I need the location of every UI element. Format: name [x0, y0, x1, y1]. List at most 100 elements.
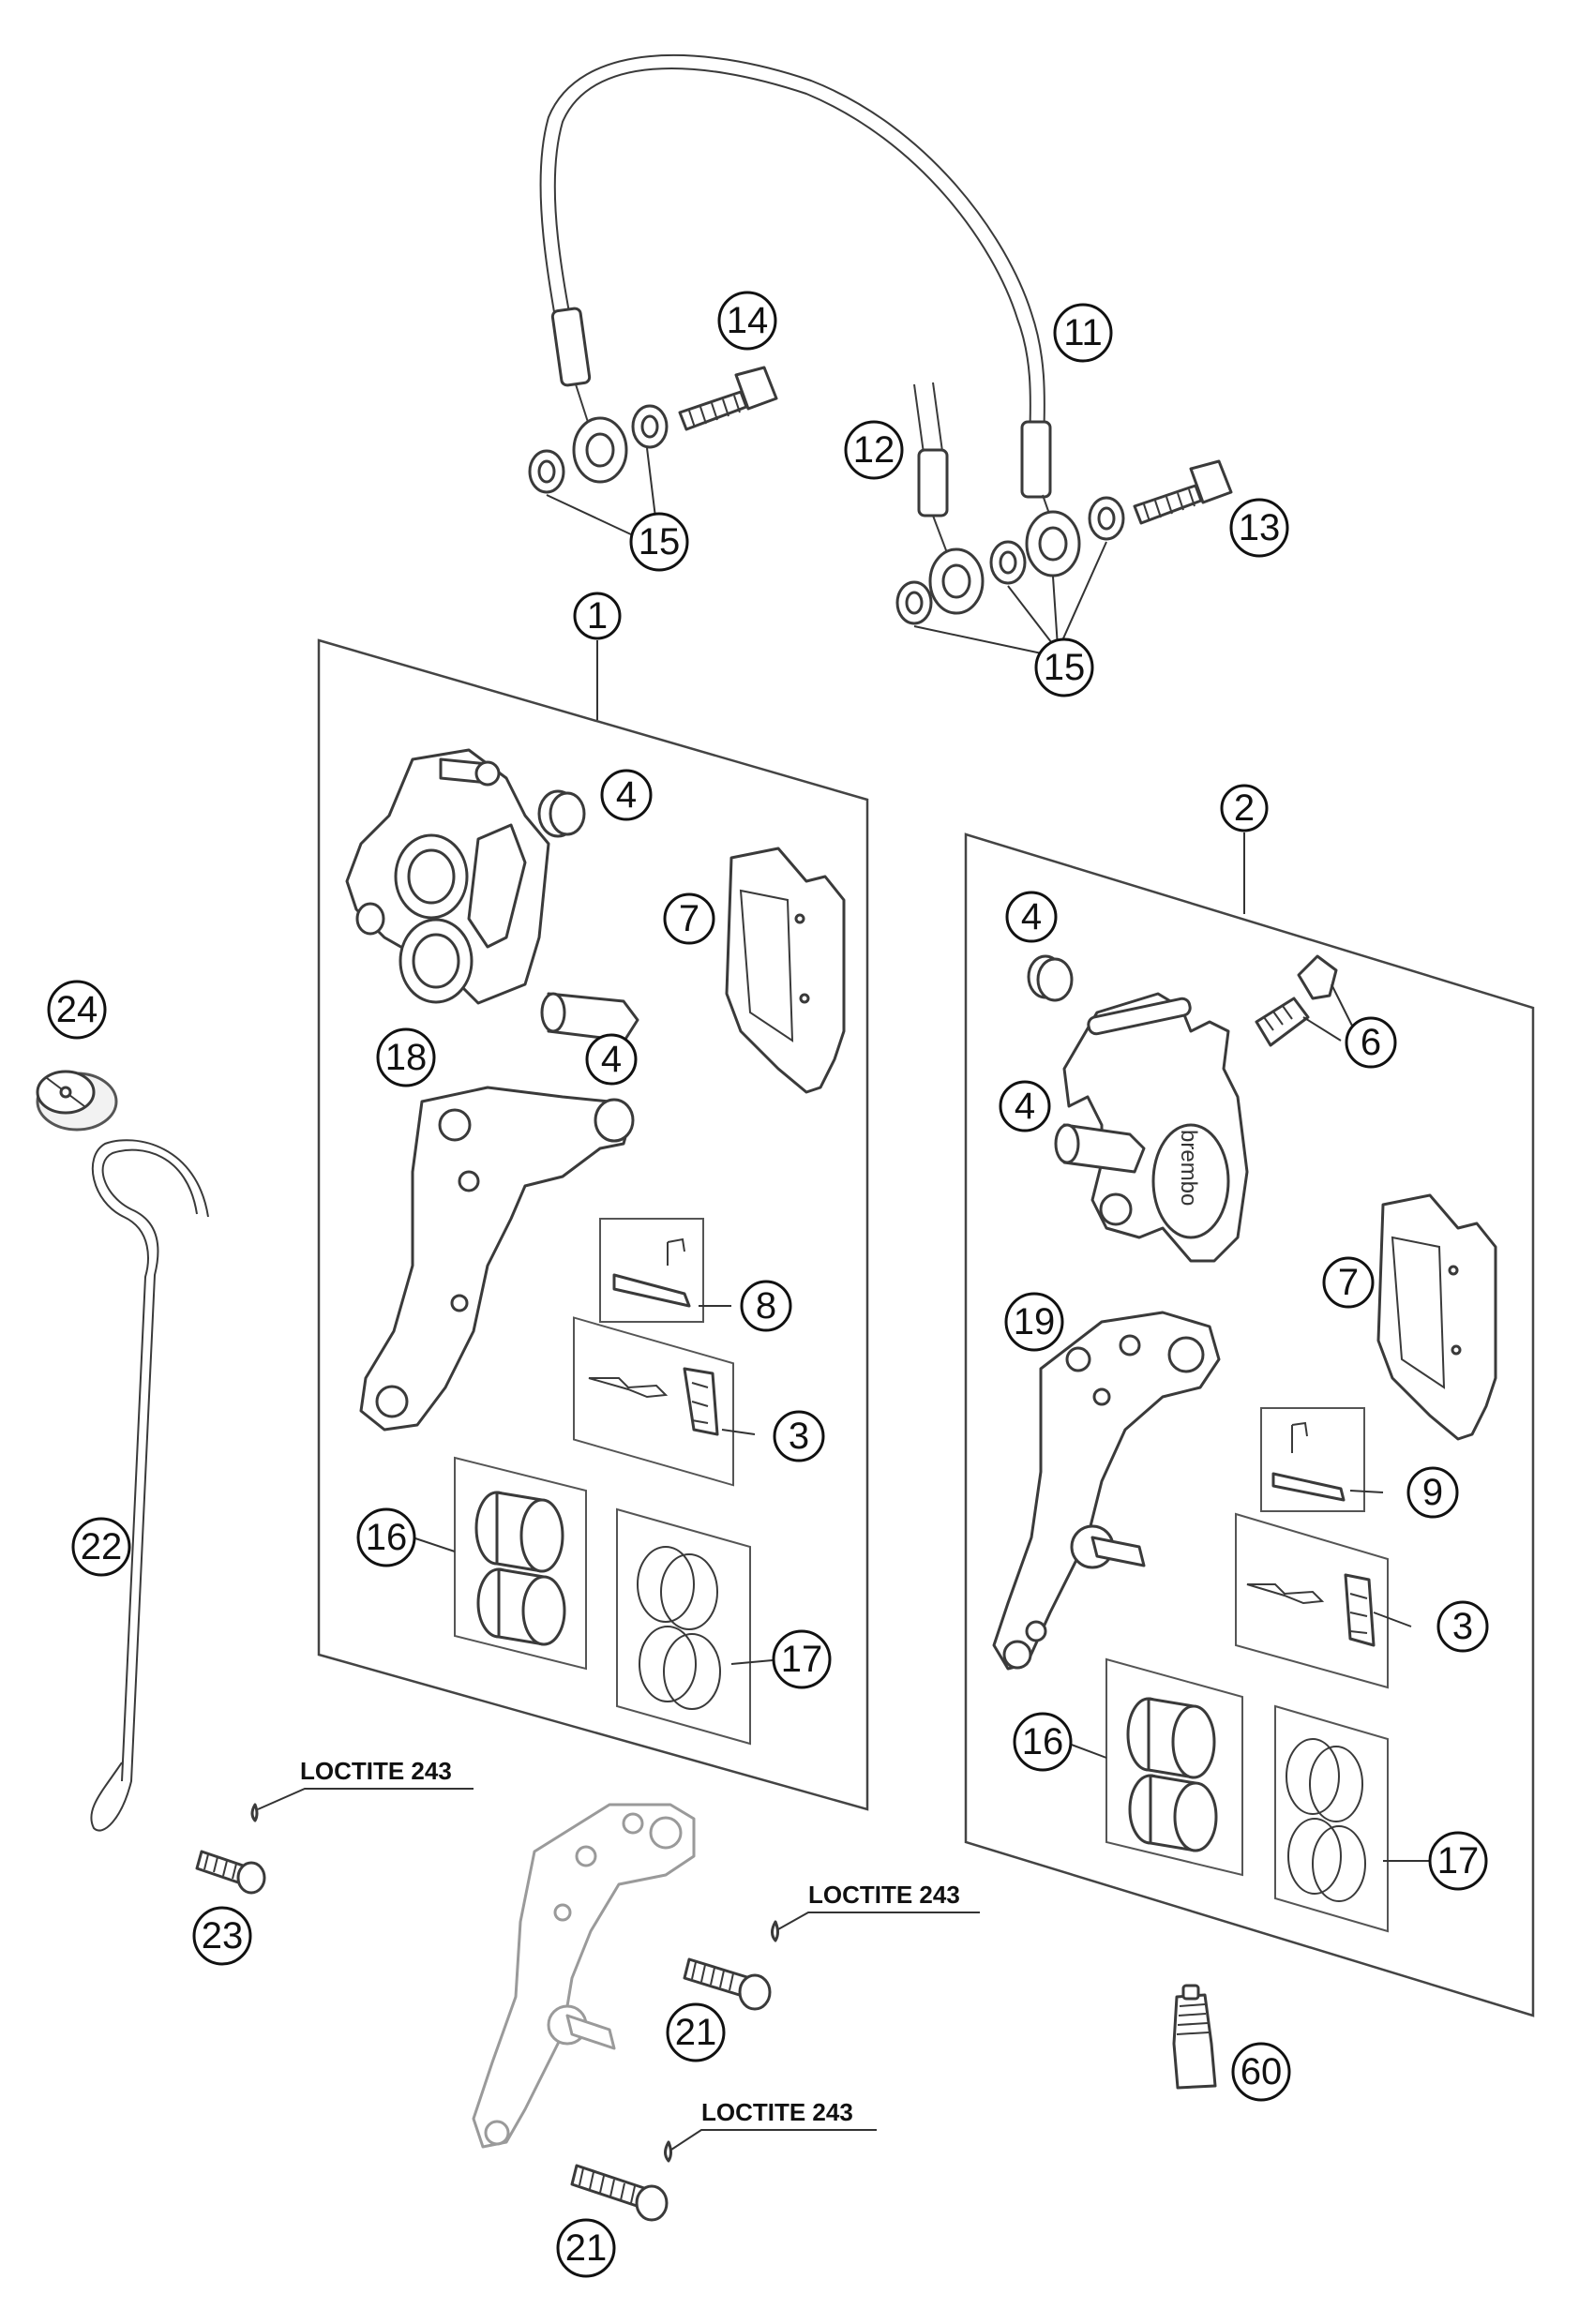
bolt-21a: [683, 1957, 772, 2011]
loctite-drop-b: [771, 1920, 779, 1942]
callout-21b: 21: [556, 2218, 616, 2278]
cable-22: [90, 1139, 209, 1832]
callout-15a: 15: [629, 512, 689, 572]
callout-1: 1: [573, 592, 622, 640]
callout-8: 8: [740, 1280, 792, 1332]
banjo-bolt-13: [1133, 459, 1233, 525]
bleeder-6: [1255, 954, 1338, 1047]
spring-kit-box-3b: [1235, 1512, 1389, 1689]
svg-text:19: 19: [1014, 1301, 1056, 1342]
callout-16a: 16: [356, 1507, 416, 1567]
banjo-right: [895, 496, 1125, 625]
callout-17b: 17: [1428, 1831, 1488, 1891]
svg-text:12: 12: [853, 429, 895, 471]
bleeder-screw-4b: [540, 992, 639, 1042]
callout-11: 11: [1053, 303, 1113, 363]
svg-text:22: 22: [81, 1526, 123, 1567]
banjo-left: [528, 404, 669, 494]
svg-text:8: 8: [756, 1285, 776, 1327]
svg-text:4: 4: [1015, 1086, 1035, 1127]
brake-pad-7b: [1376, 1193, 1497, 1441]
caliper-brand-text: brembo: [1176, 1130, 1201, 1206]
callout-21a: 21: [666, 2002, 726, 2062]
seal-box-17b: [1274, 1704, 1389, 1933]
callout-13: 13: [1229, 498, 1289, 558]
svg-text:21: 21: [675, 2012, 717, 2053]
spring-kit-box-3a: [573, 1316, 734, 1487]
svg-text:4: 4: [601, 1039, 622, 1080]
svg-text:1: 1: [587, 595, 608, 637]
pin-9: [1271, 1421, 1346, 1502]
svg-text:6: 6: [1361, 1022, 1381, 1063]
callout-4a: 4: [600, 769, 653, 821]
spring-parts-3a: [588, 1367, 719, 1436]
svg-text:24: 24: [56, 989, 98, 1030]
loctite-bottle-60: [1172, 1984, 1217, 2090]
callout-15b: 15: [1034, 637, 1094, 697]
brake-pad-7a: [725, 847, 846, 1094]
callout-12: 12: [844, 420, 904, 480]
loctite-drop-a: [250, 1803, 259, 1822]
svg-text:16: 16: [366, 1517, 408, 1558]
banjo-bolt-14: [678, 366, 778, 431]
bleeder-cap-4a: [537, 789, 586, 838]
caliper-left: [345, 748, 550, 1005]
callout-22: 22: [71, 1517, 131, 1577]
callout-23: 23: [192, 1906, 252, 1966]
bleeder-screw-4d: [1054, 1123, 1146, 1174]
callout-3b: 3: [1436, 1600, 1489, 1653]
loctite-drop-c: [664, 2140, 672, 2163]
svg-text:7: 7: [1338, 1262, 1359, 1303]
brake-hose-12: [913, 382, 950, 559]
svg-text:18: 18: [385, 1037, 428, 1078]
spring-parts-3b: [1246, 1573, 1376, 1647]
callout-16b: 16: [1013, 1712, 1073, 1772]
callout-6: 6: [1345, 1016, 1397, 1069]
svg-text:13: 13: [1239, 507, 1281, 548]
callout-14: 14: [717, 291, 777, 351]
callout-7a: 7: [663, 892, 715, 945]
svg-text:60: 60: [1241, 2051, 1283, 2092]
loctite-note-c: LOCTITE 243: [701, 2098, 853, 2126]
pistons-16b: [1126, 1697, 1218, 1852]
svg-text:17: 17: [1437, 1840, 1480, 1882]
caliper-right: brembo: [1062, 992, 1249, 1263]
caliper-bracket-18: [359, 1086, 635, 1432]
svg-text:11: 11: [1063, 312, 1103, 353]
brake-hose-11: [539, 53, 1056, 531]
bleeder-cap-4c: [1027, 954, 1074, 1002]
callout-60: 60: [1231, 2042, 1291, 2102]
callout-4d: 4: [999, 1080, 1051, 1132]
callout-7b: 7: [1322, 1256, 1375, 1309]
svg-text:14: 14: [727, 300, 769, 341]
svg-text:2: 2: [1234, 787, 1255, 829]
callout-3a: 3: [773, 1410, 825, 1462]
svg-text:15: 15: [1044, 647, 1086, 688]
loctite-note-a: LOCTITE 243: [300, 1757, 452, 1785]
svg-text:3: 3: [1452, 1606, 1473, 1647]
svg-text:3: 3: [789, 1416, 809, 1457]
caliper-bracket-19: [992, 1311, 1221, 1671]
pistons-16a: [474, 1491, 566, 1646]
pin-8: [612, 1237, 691, 1308]
callout-17a: 17: [772, 1629, 832, 1689]
svg-text:7: 7: [679, 898, 699, 939]
bolt-21b: [570, 2164, 669, 2222]
callout-4b: 4: [585, 1033, 638, 1086]
svg-text:15: 15: [639, 521, 681, 562]
svg-text:4: 4: [616, 774, 637, 816]
callout-4c: 4: [1005, 891, 1058, 943]
seals-17a: [637, 1546, 721, 1710]
grommet-24: [36, 1070, 118, 1132]
svg-text:16: 16: [1022, 1721, 1064, 1762]
bolt-23: [195, 1850, 266, 1895]
pin-kit-box-9: [1260, 1407, 1365, 1512]
svg-text:21: 21: [565, 2227, 608, 2269]
callout-19: 19: [1004, 1292, 1064, 1352]
svg-text:17: 17: [781, 1639, 823, 1680]
svg-text:9: 9: [1422, 1472, 1443, 1513]
callout-18: 18: [376, 1027, 436, 1087]
svg-text:23: 23: [202, 1915, 244, 1957]
svg-text:4: 4: [1021, 896, 1042, 937]
callout-24: 24: [47, 980, 107, 1040]
